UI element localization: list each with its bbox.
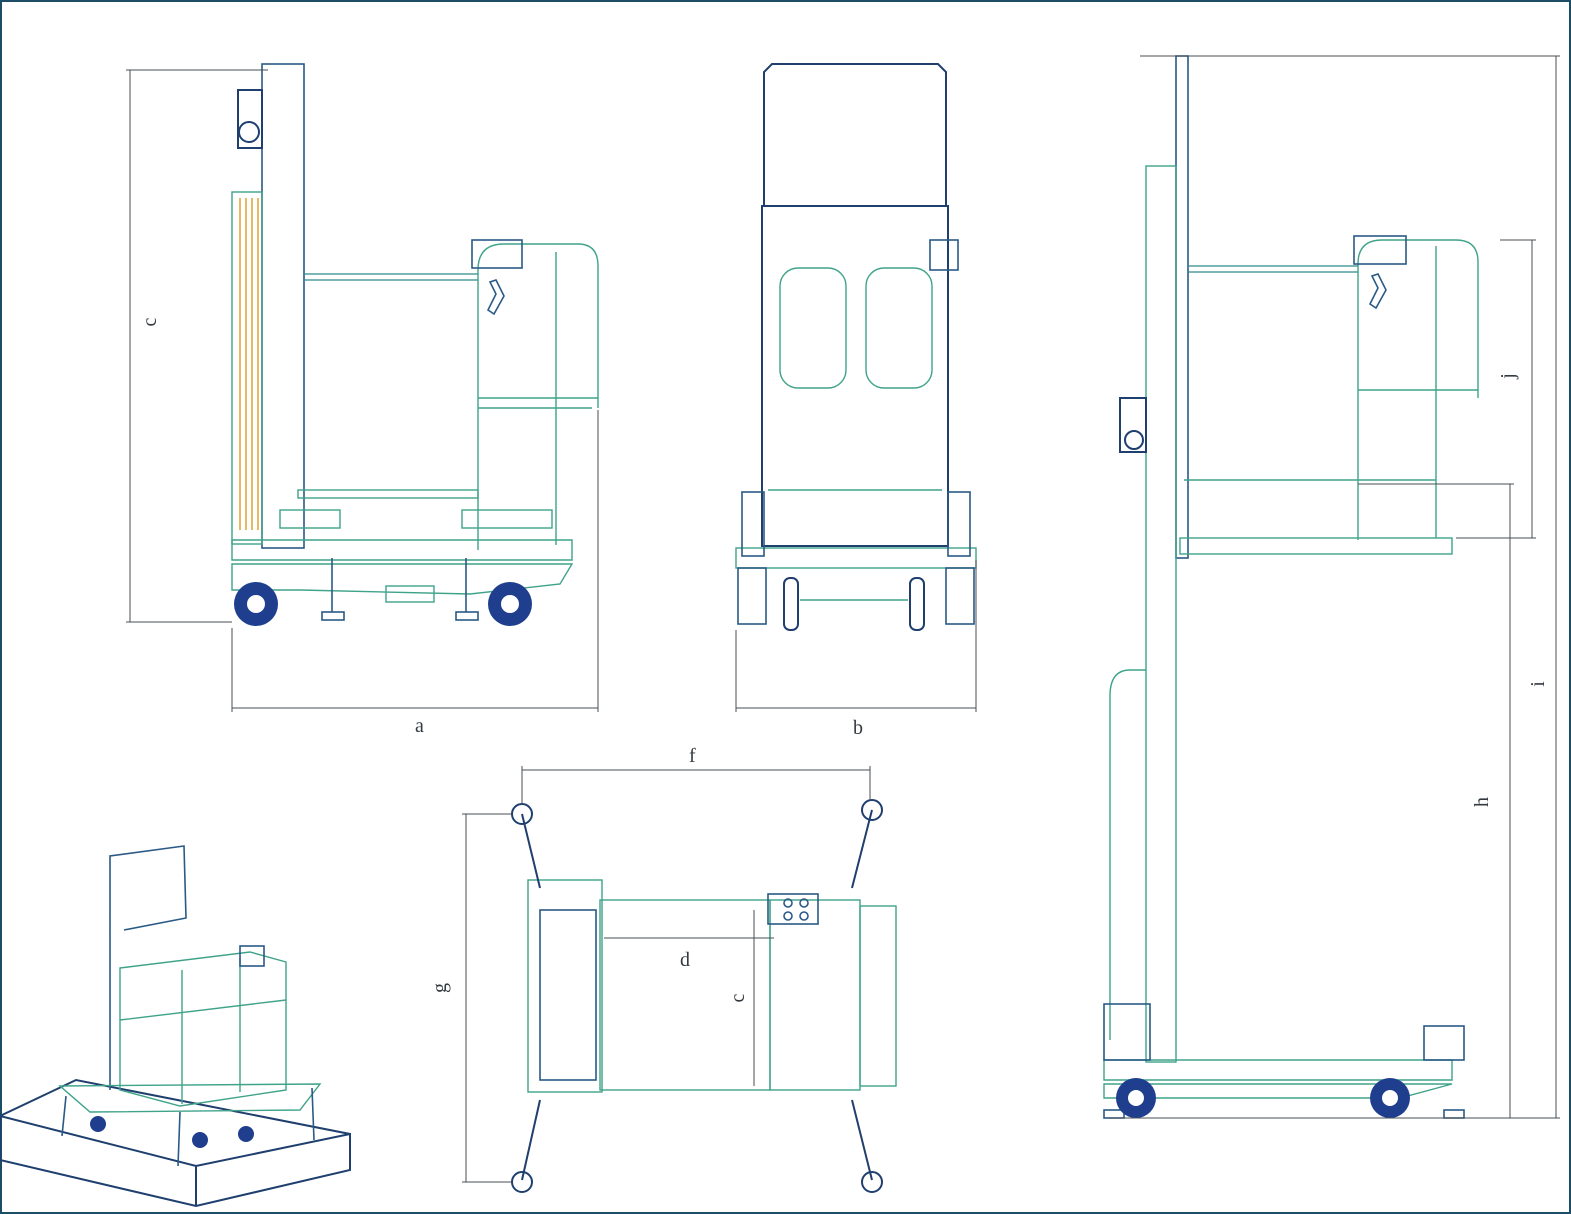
iso-base	[58, 1083, 322, 1113]
iso-control-box	[239, 945, 265, 967]
top-button-2	[799, 898, 809, 908]
top-outrigger-tr	[851, 809, 873, 889]
raised-platform	[1179, 537, 1453, 555]
side-battery	[385, 585, 435, 603]
raised-handle	[1109, 669, 1146, 1040]
top-outrigger-br	[851, 1099, 873, 1181]
side-mast-back	[231, 191, 263, 545]
side-pulley	[238, 121, 260, 143]
iso-cage-bars	[119, 958, 287, 1104]
isometric-view	[0, 845, 351, 1208]
front-base	[735, 547, 977, 569]
side-wheel-rear-hub	[247, 595, 265, 613]
raised-mast	[1145, 165, 1177, 1063]
raised-pulley-housing	[1119, 397, 1147, 453]
front-mast-panel	[763, 63, 947, 206]
label-c-side: c	[139, 317, 161, 326]
side-outrigger-left	[279, 509, 341, 529]
iso-cage	[119, 951, 287, 1107]
raised-wheel-front-hub	[1382, 1090, 1398, 1106]
side-pulley-housing	[237, 89, 263, 149]
top-button-3	[783, 911, 793, 921]
top-outrigger-bl	[521, 1099, 541, 1181]
label-j: j	[1497, 373, 1519, 380]
top-front-rail	[859, 905, 897, 1087]
iso-floor-slab	[0, 1078, 351, 1208]
front-view: b	[735, 63, 977, 739]
top-mast-block	[527, 879, 603, 1093]
label-d: d	[680, 949, 690, 971]
side-platform-floor	[297, 489, 479, 499]
label-g: g	[429, 983, 451, 993]
raised-wheel-rear-hub	[1128, 1090, 1144, 1106]
side-mast	[261, 63, 305, 549]
side-view: a c	[126, 63, 599, 737]
front-leg-right	[945, 567, 975, 625]
raised-base-top	[1103, 1059, 1453, 1081]
top-button-1	[783, 898, 793, 908]
side-control-box	[471, 239, 523, 269]
side-foot-left	[321, 611, 345, 621]
front-leg-left	[737, 567, 767, 625]
top-mast-inner	[539, 909, 597, 1081]
front-body	[761, 205, 949, 547]
iso-leg-3	[177, 1111, 181, 1167]
top-pad-br	[861, 1171, 883, 1193]
raised-handrail	[1357, 239, 1479, 540]
side-lever	[486, 279, 505, 316]
front-control-box	[929, 239, 959, 271]
iso-wheel-3	[238, 1126, 254, 1142]
top-control-panel	[767, 893, 819, 925]
raised-foot-right	[1443, 1109, 1465, 1119]
front-gate-right	[865, 267, 933, 389]
label-c-top: c	[727, 993, 749, 1002]
front-gate-left	[779, 267, 847, 389]
raised-control-box	[1353, 235, 1407, 265]
raised-upper-mast	[1175, 55, 1189, 559]
iso-wheel-1	[90, 1116, 106, 1132]
top-outrigger-tl	[521, 813, 541, 889]
label-h: h	[1471, 797, 1493, 807]
label-i: i	[1527, 681, 1549, 687]
front-wheel-right	[909, 577, 925, 631]
iso-floor-edges	[0, 1115, 351, 1206]
top-pad-bl	[511, 1171, 533, 1193]
side-handrail	[477, 243, 599, 550]
side-outrigger-right	[461, 509, 553, 529]
side-base-chassis	[231, 563, 574, 595]
iso-mast-panel	[109, 845, 187, 1090]
label-a: a	[415, 715, 424, 737]
iso-leg-1	[61, 1095, 67, 1137]
raised-jack-right	[1423, 1025, 1465, 1061]
label-b: b	[853, 717, 863, 739]
side-wheel-front-hub	[501, 595, 519, 613]
side-base-top	[231, 539, 573, 561]
front-jack-left	[741, 491, 765, 557]
label-f: f	[689, 745, 696, 767]
raised-pulley	[1124, 430, 1144, 450]
iso-leg-2	[311, 1087, 315, 1141]
raised-lever	[1368, 273, 1387, 310]
side-foot-right	[455, 611, 479, 621]
raised-jack-left	[1103, 1003, 1151, 1061]
top-view: f g d c	[429, 745, 897, 1193]
top-pad-tr	[861, 799, 883, 821]
raised-view: j i h	[1103, 55, 1560, 1119]
iso-wheel-2	[192, 1132, 208, 1148]
front-jack-right	[947, 491, 971, 557]
top-button-4	[799, 911, 809, 921]
top-gate-area	[769, 899, 861, 1091]
front-wheel-left	[783, 577, 799, 631]
raised-rail-bars	[1184, 246, 1478, 538]
side-rail-bars	[478, 252, 598, 545]
